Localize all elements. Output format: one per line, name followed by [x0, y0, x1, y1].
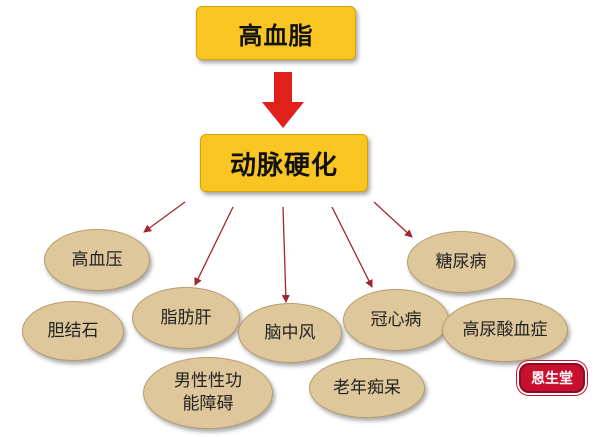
- main-arrow: [262, 72, 304, 128]
- arrow-to-tangniaobing: [373, 201, 413, 238]
- middle-box-atherosclerosis: 动脉硬化: [200, 134, 368, 192]
- disease-gaoniaosuan-xuezheng: 高尿酸血症: [442, 298, 568, 362]
- arrow-to-guanxinbing: [331, 206, 373, 288]
- disease-tangniaobing: 糖尿病: [407, 231, 515, 293]
- arrow-to-zhifanggan: [194, 206, 234, 286]
- brand-logo-text: 恩生堂: [519, 363, 585, 393]
- disease-gaoxueya: 高血压: [44, 229, 150, 291]
- disease-zhifanggan: 脂肪肝: [132, 287, 240, 349]
- disease-naozhongfeng: 脑中风: [238, 303, 342, 363]
- disease-guanxinbing: 冠心病: [343, 289, 449, 351]
- disease-nanxing-xinggongneng-zhangai: 男性性功 能障碍: [143, 357, 273, 429]
- disease-laonian-chidai: 老年痴呆: [309, 358, 425, 418]
- arrow-to-naozhongfeng: [281, 206, 290, 303]
- disease-danjieshi: 胆结石: [22, 301, 124, 361]
- arrow-to-gaoxueya: [143, 201, 186, 233]
- brand-logo: 恩生堂: [511, 352, 593, 404]
- top-box-hyperlipidemia: 高血脂: [196, 6, 356, 60]
